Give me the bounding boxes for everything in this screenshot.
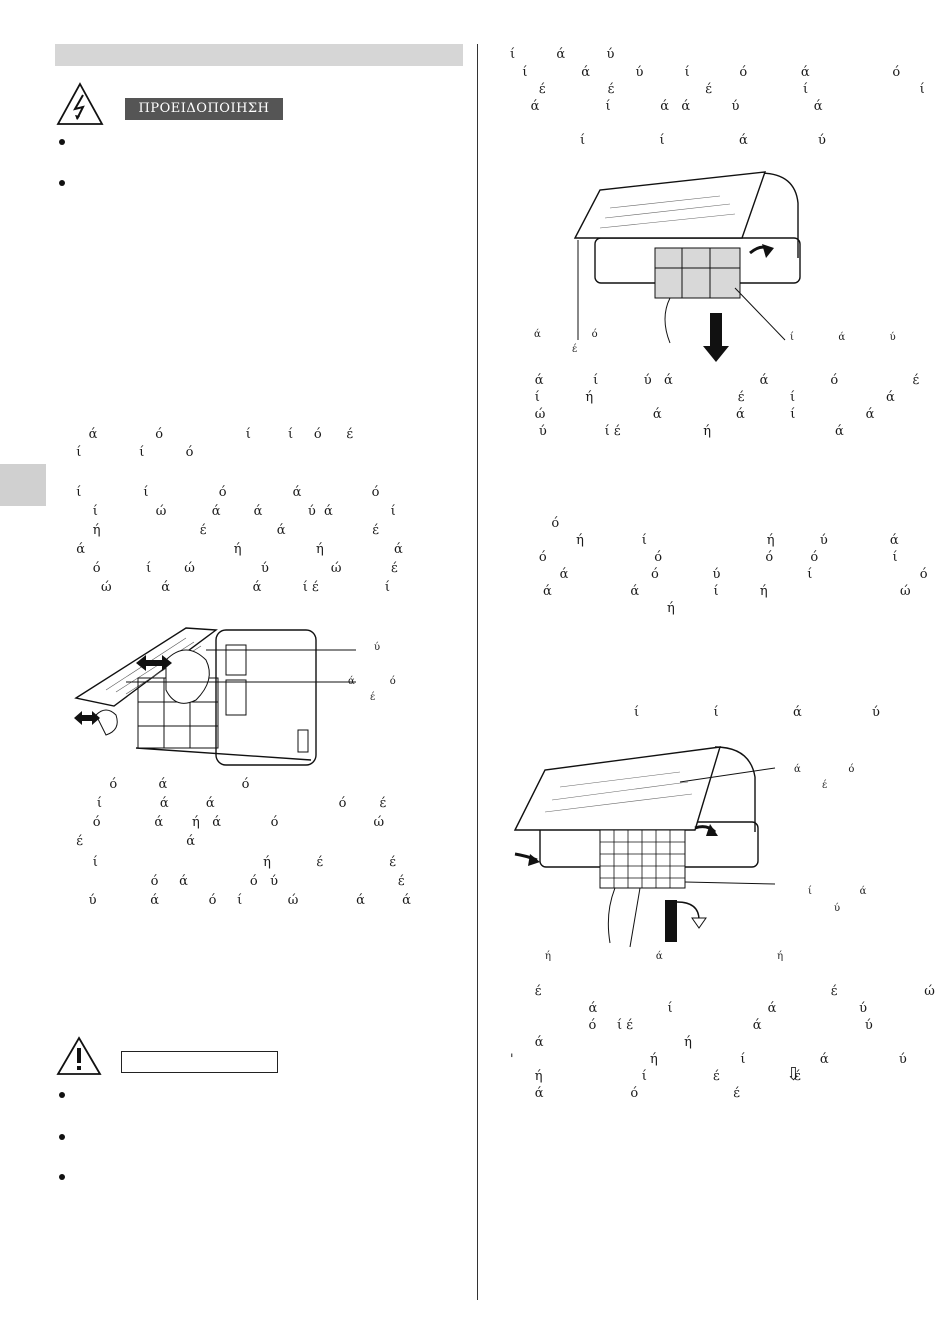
paragraph-line: ί ώ ά ά ύ ά ί (68, 504, 396, 519)
paragraph-line: ή ί ή ύ ά (510, 533, 899, 548)
side-tab-marker (0, 464, 46, 506)
paragraph-line: ί ά ύ (510, 47, 615, 62)
figure-open-panel (74, 627, 356, 766)
paragraph-line: ή έ ά έ (68, 523, 380, 538)
bullet (59, 139, 65, 145)
electric-warning-icon (56, 82, 104, 125)
figure-remove-filter (573, 171, 801, 362)
paragraph-line: έ έ ώ (510, 984, 935, 999)
paragraph-line: ύ ί έ ή ά (510, 424, 844, 439)
figure-caption: έ (572, 344, 578, 355)
bullet (59, 1174, 65, 1180)
figure-caption: ύ (834, 903, 841, 914)
paragraph-line: ά ό έ (510, 1086, 740, 1101)
paragraph-line: ά ή (510, 1035, 692, 1050)
paragraph-line: έ ά (68, 834, 196, 849)
bullet (59, 180, 65, 186)
figure-caption: έ (370, 692, 376, 703)
paragraph-line: ό ά ό ύ έ (68, 874, 405, 889)
caution-label-box (121, 1051, 278, 1073)
paragraph-line: ό ά ό (68, 777, 250, 792)
caution-icon (56, 1036, 102, 1075)
paragraph-line: ά ή ή ά (68, 542, 403, 557)
paragraph-line: ή (510, 601, 675, 616)
paragraph-line: ά ό ύ ί ό (510, 567, 928, 582)
column-divider (477, 44, 478, 1300)
paragraph-line: ί ή έ ί ά (510, 390, 895, 405)
figure-caption: ί ά (808, 886, 867, 897)
paragraph-line: ώ ά ά ί έ ί (68, 580, 390, 595)
paragraph-line: ό ί έ ά ύ (510, 1018, 873, 1033)
paragraph-line: ώ ά ά ί ά (510, 407, 875, 422)
paragraph-line: ό ό ό ό ί (510, 550, 898, 565)
paragraph-line: ά ό ί ί ό έ (68, 427, 354, 442)
bullet (59, 1134, 65, 1140)
paragraph-line: ί ή έ έ (68, 855, 397, 870)
paragraph-line: ί ί ό (68, 445, 194, 460)
paragraph-line: ά ά ί ή ώ (510, 584, 911, 599)
paragraph-line: έ έ έ ί ί (510, 82, 925, 97)
figure-caption: ύ (374, 642, 381, 653)
figure-caption: ά ό (534, 329, 598, 340)
bullet (59, 1092, 65, 1098)
paragraph-line: ύ ά ό ί ώ ά ά (68, 893, 411, 908)
paragraph-line: ί ά ά ό έ (68, 796, 387, 811)
figure-caption: ά ό (794, 764, 855, 775)
paragraph-line: ό ί ώ ύ ώ έ (68, 561, 398, 576)
paragraph-line: ό (510, 516, 560, 531)
step-heading: ί ί ά ύ (634, 705, 880, 720)
figure-caption: ί ά ύ (790, 332, 896, 343)
paragraph-line: ί ί ό ά ό (68, 485, 380, 500)
paragraph-line: ά ί ύ ά ά ό έ (510, 373, 920, 388)
paragraph-line: ί ά ύ ί ό ά ό (510, 65, 901, 80)
paragraph-line: ή ί έ έ (510, 1069, 801, 1084)
paragraph-line: ά ί ά ύ (510, 1001, 868, 1016)
down-arrow-icon: ⇩ (786, 1064, 802, 1085)
section-header-bar (55, 44, 463, 66)
paragraph-line: ' ή ί ά ύ (510, 1052, 907, 1067)
figure-caption: έ (822, 780, 828, 791)
warning-label: ΠΡΟΕΙΔΟΠΟΙΗΣΗ (125, 98, 283, 120)
figure-caption: ή ά ή (545, 951, 784, 962)
figure-caption: ά ό (348, 676, 396, 687)
step-heading: ί ί ά ύ (580, 133, 826, 148)
figure-insert-filter (513, 746, 776, 948)
paragraph-line: ό ά ή ά ό ώ (68, 815, 385, 830)
paragraph-line: ά ί ά ά ύ ά (510, 99, 823, 114)
